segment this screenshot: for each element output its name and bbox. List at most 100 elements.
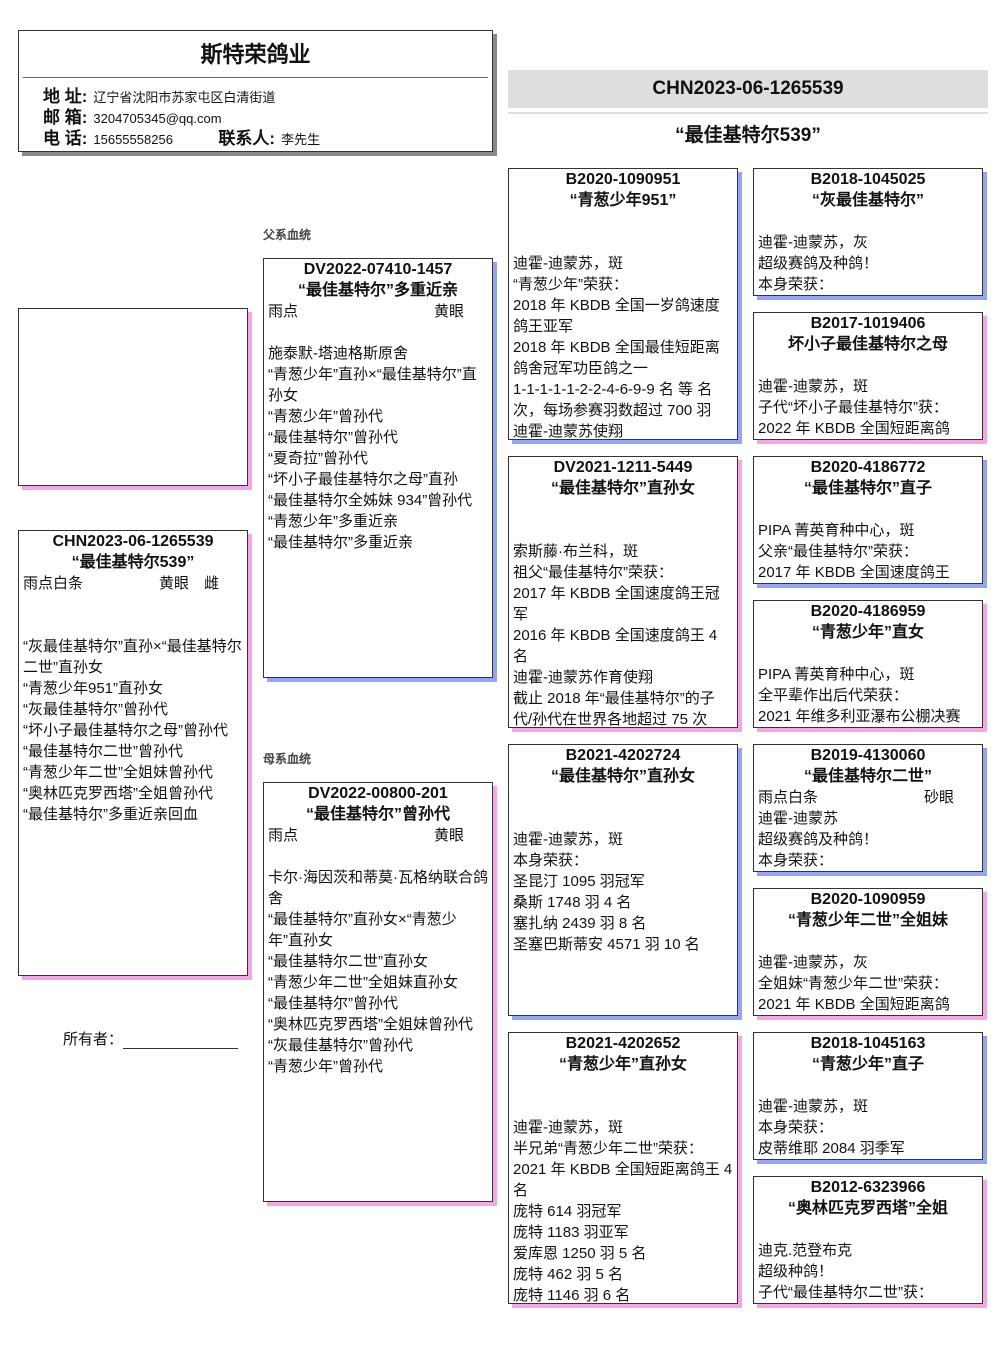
ancestor-card: B2021-4202652“青葱少年”直孙女迪霍-迪蒙苏，斑半兄弟“青葱少年二世… xyxy=(508,1032,738,1304)
ring-number: B2018-1045025 xyxy=(810,171,926,188)
ancestor-card: B2018-1045163“青葱少年”直子迪霍-迪蒙苏，斑本身荣获：皮蒂维耶 2… xyxy=(753,1032,983,1160)
info-line: 迪霍-迪蒙苏，斑 xyxy=(513,831,623,848)
spacer xyxy=(513,520,733,541)
info-line: 父亲“最佳基特尔”荣获： xyxy=(758,543,918,560)
bird-name: “最佳基特尔”多重近亲 xyxy=(297,282,458,299)
bird-name: “青葱少年”直女 xyxy=(811,624,924,641)
subject-card: CHN2023-06-1265539“最佳基特尔539”雨点白条黄眼 雌“灰最佳… xyxy=(18,530,248,976)
bird-name: “青葱少年951” xyxy=(569,192,677,209)
info-line: 圣塞巴斯蒂安 4571 羽 10 名 xyxy=(513,936,700,953)
ancestor-card: B2020-1090951“青葱少年951”迪霍-迪蒙苏，斑“青葱少年”荣获：2… xyxy=(508,168,738,440)
info-line: 庞特 462 羽 5 名 xyxy=(513,1266,624,1283)
color-eye-row: 雨点 黄眼 xyxy=(268,301,488,322)
info-line: 祖父“最佳基特尔”荣获： xyxy=(513,564,673,581)
info-line: “夏奇拉”曾孙代 xyxy=(268,450,368,467)
loft-name: 斯特荣鸽业 xyxy=(200,42,311,67)
color-eye-row: 雨点白条 黄眼 雌 xyxy=(23,573,243,594)
spacer xyxy=(758,211,978,232)
info-line: 卡尔·海因茨和蒂莫·瓦格纳联合鸽舍 xyxy=(268,869,488,907)
bird-name: “最佳基特尔二世” xyxy=(803,768,932,785)
address-row: 地 址:辽宁省沈阳市苏家屯区白清街道 xyxy=(43,86,492,107)
info-line: 桑斯 1748 羽 4 名 xyxy=(513,894,632,911)
info-line: 2022 年 KBDB 全国短距离鸽 xyxy=(758,420,950,437)
info-line: 子代“坏小子最佳基特尔”获： xyxy=(758,399,948,416)
info-line: 庞特 1146 羽 6 名 xyxy=(513,1287,631,1304)
spacer xyxy=(758,931,978,952)
info-line: 超级种鸽！ xyxy=(758,1263,834,1280)
info-line: 迪霍-迪蒙苏 xyxy=(758,810,838,827)
eye-sex: 黄眼 雌 xyxy=(158,575,219,592)
info-line: 庞特 1183 羽亚军 xyxy=(513,1224,629,1241)
ring-number: B2021-4202652 xyxy=(565,1035,681,1052)
spacer xyxy=(513,1075,733,1096)
owner-signature-line[interactable] xyxy=(123,1032,239,1049)
spacer xyxy=(513,232,733,253)
info-line: 全平辈作出后代荣获： xyxy=(758,687,909,704)
spacer xyxy=(23,615,243,636)
email-value: 3204705345@qq.com xyxy=(93,111,222,126)
spacer xyxy=(23,594,243,615)
color-eye-row: 雨点黄眼 xyxy=(268,825,488,846)
info-line: “最佳基特尔”多重近亲回血 xyxy=(23,806,198,823)
spacer xyxy=(758,643,978,664)
info-line: 全姐妹“青葱少年二世”荣获： xyxy=(758,975,948,992)
bird-name: “最佳基特尔”直孙女 xyxy=(550,480,695,497)
info-line: “最佳基特尔全姊妹 934”曾孙代 xyxy=(268,492,473,509)
info-line: “最佳基特尔”曾孙代 xyxy=(268,995,398,1012)
band-divider xyxy=(508,112,988,114)
info-line: 本身荣获： xyxy=(513,852,589,869)
info-line: “青葱少年二世”全姐妹直孙女 xyxy=(268,974,458,991)
info-line: “最佳基特尔”多重近亲 xyxy=(268,534,413,551)
spacer xyxy=(268,322,488,343)
info-line: 皮蒂维耶 2084 羽季军 xyxy=(758,1140,905,1157)
ring-number: B2020-4186959 xyxy=(810,603,926,620)
info-line: “青葱少年二世”全姐妹曾孙代 xyxy=(23,764,213,781)
info-line: 半兄弟“青葱少年二世”荣获： xyxy=(513,1140,703,1157)
bird-name: “青葱少年”直子 xyxy=(811,1056,924,1073)
info-line: “青葱少年951”直孙女 xyxy=(23,680,164,697)
info-line: 子代“最佳基特尔二世”获： xyxy=(758,1284,933,1301)
info-line: “青葱少年”曾孙代 xyxy=(268,408,383,425)
info-line: PIPA 菁英育种中心，斑 xyxy=(758,666,915,683)
plumage-color: 雨点白条 xyxy=(23,575,84,592)
bird-name: “最佳基特尔539” xyxy=(71,554,195,571)
sire-card: DV2022-07410-1457“最佳基特尔”多重近亲雨点黄眼施泰默-塔迪格斯… xyxy=(263,258,493,678)
plumage-color: 雨点白条 xyxy=(758,789,819,806)
ring-number: B2019-4130060 xyxy=(810,747,926,764)
info-line: 本身荣获： xyxy=(758,852,834,869)
ancestor-card: B2021-4202724“最佳基特尔”直孙女迪霍-迪蒙苏，斑本身荣获：圣昆汀 … xyxy=(508,744,738,1016)
info-line: 庞特 614 羽冠军 xyxy=(513,1203,622,1220)
info-line: 2017 年 KBDB 全国速度鸽王 xyxy=(758,564,950,581)
ancestor-card: B2019-4130060“最佳基特尔二世”雨点白条砂眼迪霍-迪蒙苏超级赛鸽及种… xyxy=(753,744,983,872)
ring-number: B2020-1090959 xyxy=(810,891,926,908)
info-line: 截止 2018 年“最佳基特尔”的子代/孙代在世界各地超过 75 次 xyxy=(513,690,715,728)
info-line: “奥林匹克罗西塔”全姐曾孙代 xyxy=(23,785,213,802)
info-line: 迪霍-迪蒙苏，斑 xyxy=(758,378,868,395)
subject-title: “最佳基特尔539” xyxy=(675,125,821,146)
spacer xyxy=(513,1096,733,1117)
spacer xyxy=(758,355,978,376)
address-value: 辽宁省沈阳市苏家屯区白清街道 xyxy=(93,90,276,105)
owner-field: 所有者： xyxy=(63,1028,239,1049)
loft-header: 斯特荣鸽业 地 址:辽宁省沈阳市苏家屯区白清街道 邮 箱: 3204705345@… xyxy=(18,30,493,152)
spacer xyxy=(513,787,733,808)
info-line: 2017 年 KBDB 全国速度鸽王冠军 xyxy=(513,585,720,623)
info-line: 塞扎纳 2439 羽 8 名 xyxy=(513,915,647,932)
subject-ring-band: CHN2023-06-1265539 xyxy=(508,70,988,108)
plumage-color: 雨点 xyxy=(268,303,299,320)
color-eye-row: 雨点白条砂眼 xyxy=(758,787,978,808)
ring-number: B2020-4186772 xyxy=(810,459,926,476)
dam-line-label: 母系血统 xyxy=(263,752,312,766)
info-line: 迪霍-迪蒙苏，斑 xyxy=(758,1098,868,1115)
email-label: 邮 箱: xyxy=(43,108,88,127)
bird-name: “最佳基特尔”曾孙代 xyxy=(305,806,450,823)
info-line: “最佳基特尔二世”直孙女 xyxy=(268,953,428,970)
eye-sex: 黄眼 xyxy=(433,303,464,320)
eye-sex: 黄眼 xyxy=(433,827,464,844)
ring-number: CHN2023-06-1265539 xyxy=(52,533,214,550)
info-line: “最佳基特尔”曾孙代 xyxy=(268,429,398,446)
info-line: 本身荣获： xyxy=(758,1119,834,1136)
